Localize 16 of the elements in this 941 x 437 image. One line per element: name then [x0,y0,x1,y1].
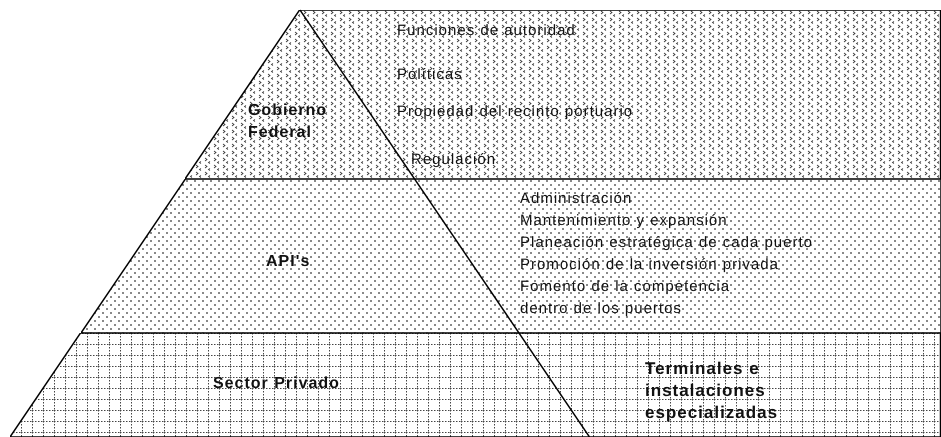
tier-item: Promoción de la inversión privada [520,255,779,275]
tier-item: Políticas [396,65,463,85]
tier-item: Mantenimiento y expansión [520,211,728,231]
tier-heading: Sector Privado [212,374,340,394]
pyramid-tier [81,179,941,333]
pyramid-tier [10,333,941,437]
tier-item: Funciones de autoridad [396,21,576,41]
tier-item: Regulación [410,150,496,170]
tier-item: Planeación estratégica de cada puerto [520,233,813,253]
tier-heading: Gobierno Federal [248,101,328,143]
tier-item: Terminales e instalaciones especializadas [644,358,780,424]
tier-heading: API's [266,252,310,272]
tier-item: Fomento de la competencia dentro de los puertos [520,277,732,319]
tier-item: Administración [520,189,632,209]
pyramid-tier [185,10,941,179]
tier-item: Propiedad del recinto portuario [396,102,634,122]
